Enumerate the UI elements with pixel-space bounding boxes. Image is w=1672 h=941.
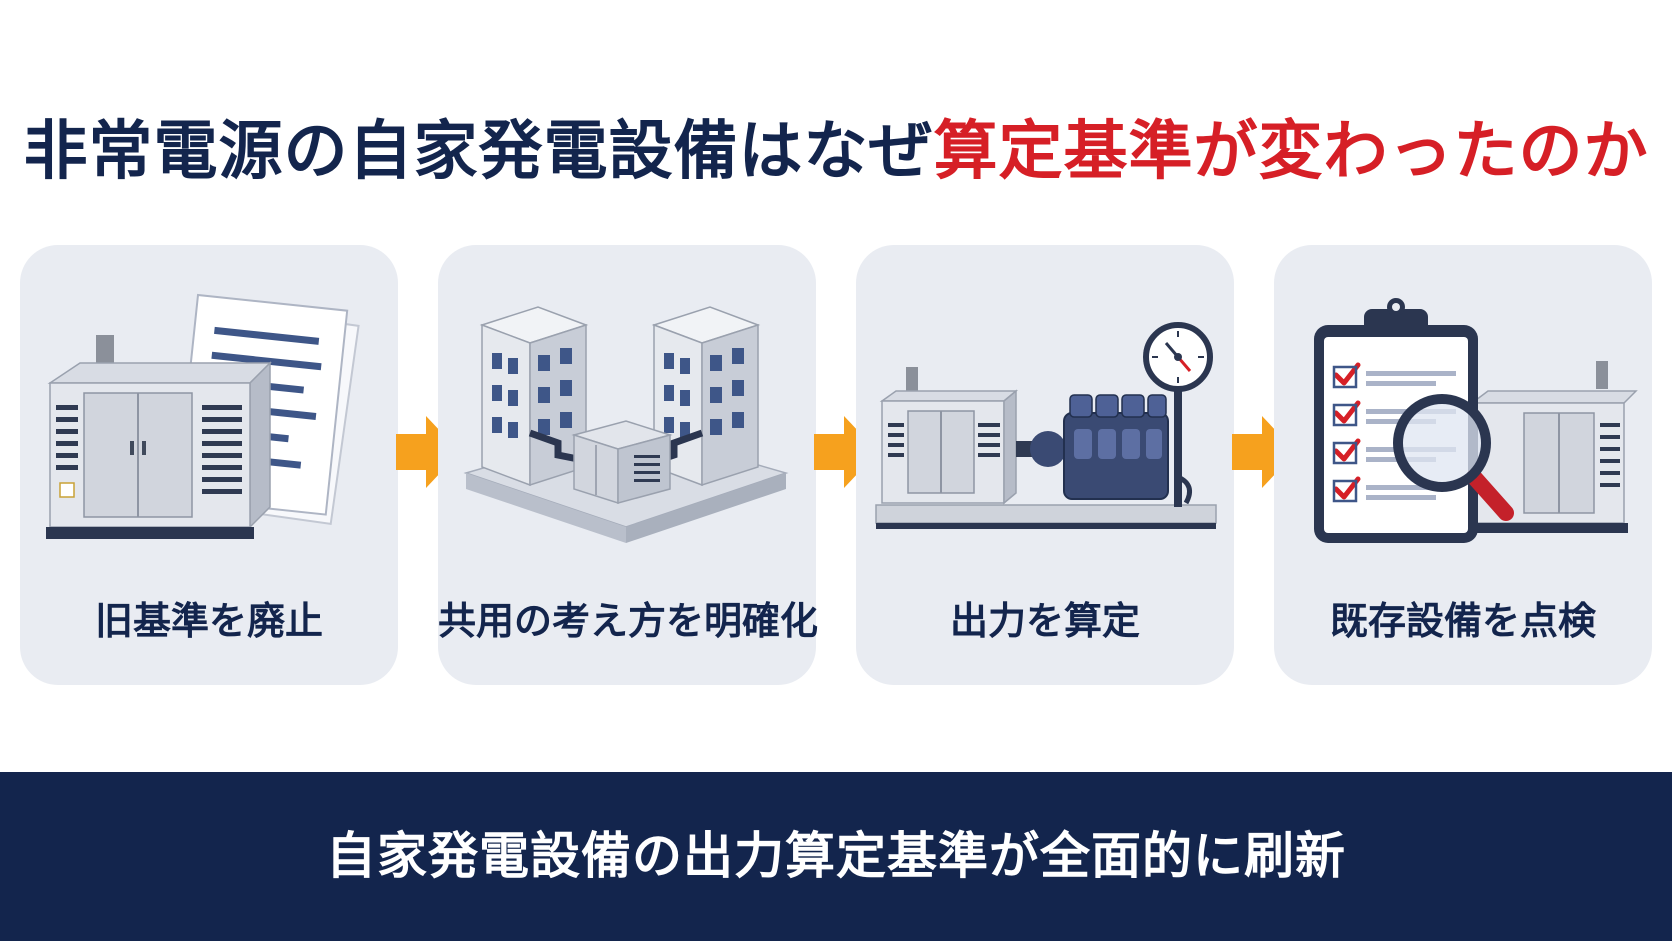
checklist-magnifier-icon (1314, 298, 1638, 543)
step-label: 旧基準を廃止 (94, 599, 323, 643)
engine-gauge-icon (875, 322, 1217, 529)
arrow-right-icon (396, 410, 460, 494)
summary-text: 自家発電設備の出力算定基準が全面的に刷新 (326, 827, 1346, 885)
title-part-2-highlight: 算定基準が変わったのか (933, 115, 1649, 189)
title-part-1: 非常電源の自家発電設備はなぜ (23, 115, 934, 189)
arrow-right-icon (1232, 410, 1296, 494)
step-label: 既存設備を点検 (1329, 599, 1596, 643)
step-card-calculate-output: 出力を算定 (856, 245, 1234, 685)
shared-buildings-generator-icon (463, 306, 789, 543)
generator-document-icon (46, 293, 360, 539)
arrow-right-icon (814, 410, 878, 494)
page-title: 非常電源の自家発電設備はなぜ算定基準が変わったのか (0, 100, 1672, 192)
step-label: 出力を算定 (949, 599, 1140, 643)
step-label: 共用の考え方を明確化 (438, 599, 819, 643)
step-card-inspect-existing-equipment: 既存設備を点検 (1274, 245, 1652, 685)
summary-banner: 自家発電設備の出力算定基準が全面的に刷新 (0, 772, 1672, 941)
step-card-abolish-old-standard: 旧基準を廃止 (20, 245, 398, 685)
step-card-clarify-shared-use: 共用の考え方を明確化 (438, 245, 819, 685)
